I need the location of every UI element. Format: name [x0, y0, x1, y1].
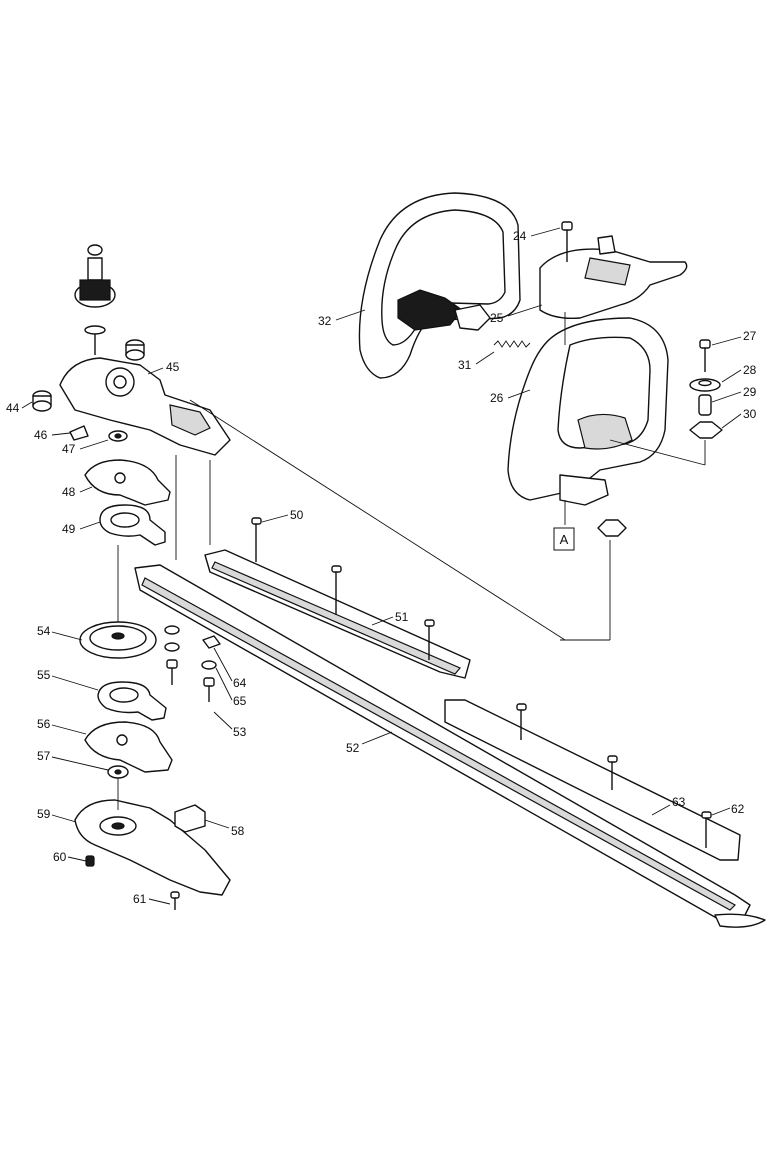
callout-54: 54 — [37, 624, 51, 638]
callout-46: 46 — [34, 428, 48, 442]
ring-plate-55 — [97, 681, 167, 721]
gear-wheel-54 — [79, 621, 157, 659]
cutter-blade-52 — [134, 564, 766, 928]
callout-25: 25 — [490, 311, 504, 325]
callout-53: 53 — [233, 725, 247, 739]
armature — [74, 244, 116, 355]
callout-62: 62 — [731, 802, 745, 816]
callout-31: 31 — [458, 358, 472, 372]
handle-screw-24 — [561, 221, 573, 262]
screws-60-61 — [85, 855, 180, 910]
assembly-guide-lines — [117, 312, 706, 810]
callout-58: 58 — [231, 824, 245, 838]
callout-51: 51 — [395, 610, 409, 624]
callout-32: 32 — [318, 314, 332, 328]
cover-screws-62 — [516, 703, 712, 848]
callout-29: 29 — [743, 385, 757, 399]
blade-holder-51 — [204, 549, 471, 679]
callout-59: 59 — [37, 807, 51, 821]
rear-handle-housing — [507, 317, 669, 506]
front-handle-loop — [358, 192, 521, 379]
callout-30: 30 — [743, 407, 757, 421]
callout-65: 65 — [233, 694, 247, 708]
callout-52: 52 — [346, 741, 360, 755]
callout-61: 61 — [133, 892, 147, 906]
callout-57: 57 — [37, 749, 51, 763]
callout-49: 49 — [62, 522, 76, 536]
handle-fastener-27-30 — [597, 339, 723, 537]
switch-lever — [539, 235, 688, 320]
callout-63: 63 — [672, 795, 686, 809]
callout-27: 27 — [743, 329, 757, 343]
rubber-dampers-44 — [32, 339, 145, 412]
reference-marker-a: A — [553, 527, 575, 551]
callout-24: 24 — [513, 229, 527, 243]
gear-housing-upper — [59, 357, 231, 456]
bearing-46-47 — [69, 425, 128, 442]
guide-58 — [174, 804, 206, 833]
callout-55: 55 — [37, 668, 51, 682]
gear-housing-lower-59 — [74, 799, 231, 896]
plate-56 — [84, 721, 173, 773]
callout-48: 48 — [62, 485, 76, 499]
callout-47: 47 — [62, 442, 76, 456]
callout-26: 26 — [490, 391, 504, 405]
callout-leaders — [21, 227, 742, 905]
callout-labels: 24 25 26 27 28 29 30 31 32 44 45 46 47 4… — [6, 229, 757, 906]
callout-44: 44 — [6, 401, 20, 415]
callout-60: 60 — [53, 850, 67, 864]
ring-plate-49 — [99, 504, 166, 546]
blade-screws-50 — [251, 517, 435, 660]
compression-spring — [493, 340, 531, 348]
blade-cover-63 — [444, 699, 741, 861]
plate-48 — [84, 459, 171, 506]
callout-56: 56 — [37, 717, 51, 731]
nuts-and-bolts-53-64-65 — [164, 625, 221, 702]
reference-marker-label: A — [560, 532, 569, 547]
callout-64: 64 — [233, 676, 247, 690]
callout-50: 50 — [290, 508, 304, 522]
bearing-57 — [107, 765, 129, 779]
callout-28: 28 — [743, 363, 757, 377]
callout-45: 45 — [166, 360, 180, 374]
